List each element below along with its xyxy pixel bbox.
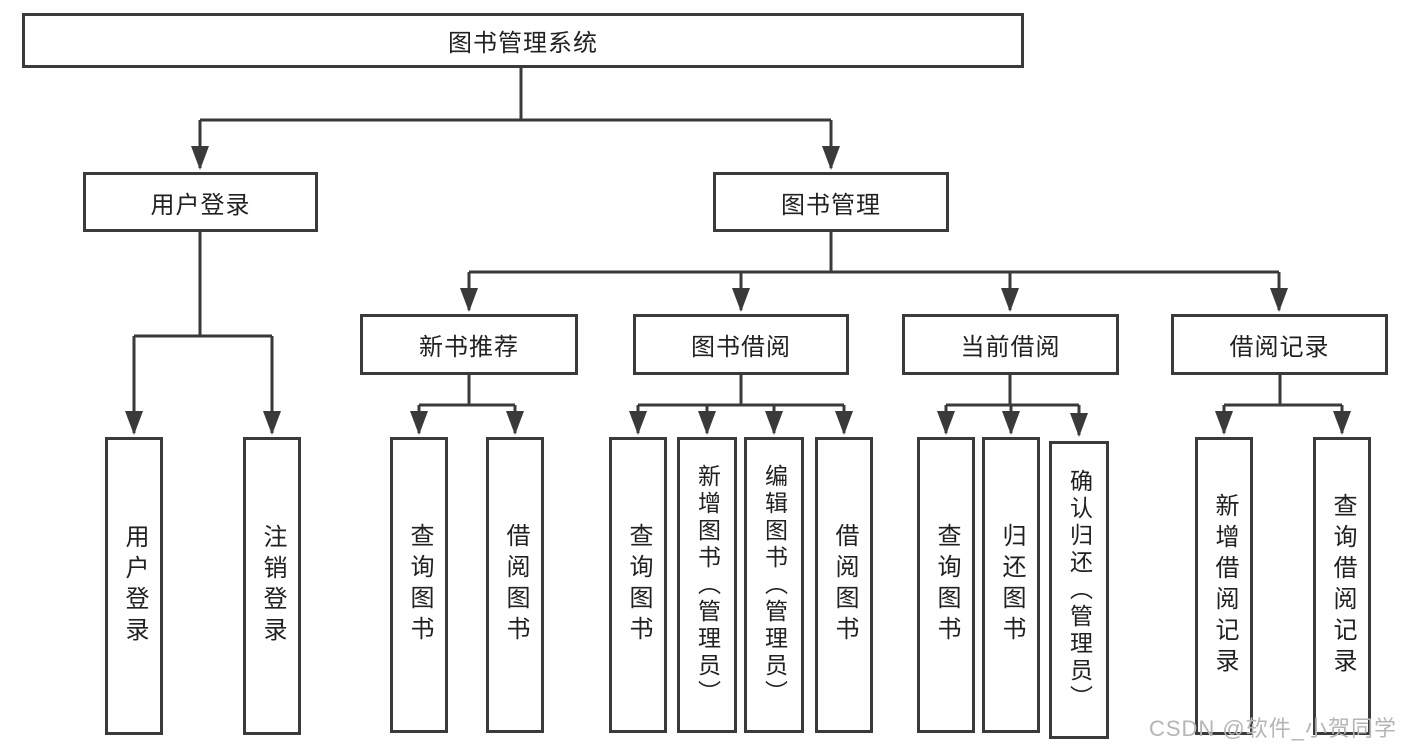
node-borrowing-records: 借阅记录 — [1171, 314, 1388, 375]
node-leaf-return-books: 归还图书 — [982, 437, 1040, 733]
node-label: 注销登录 — [259, 524, 286, 648]
node-label: 查询借阅记录 — [1329, 493, 1356, 679]
node-label: 新增借阅记录 — [1211, 493, 1238, 679]
node-library-management-system: 图书管理系统 — [22, 13, 1024, 68]
node-leaf-add-borrow-record: 新增借阅记录 — [1195, 437, 1253, 735]
node-leaf-borrow-books: 借阅图书 — [486, 437, 544, 733]
node-label: 确认归还（管理员） — [1066, 468, 1093, 712]
node-label: 查询图书 — [406, 523, 433, 647]
node-label: 查询图书 — [625, 523, 652, 647]
node-leaf-add-books-admin: 新增图书（管理员） — [677, 437, 737, 733]
csdn-watermark: CSDN @软件_小贺同学 — [1148, 716, 1397, 741]
node-label: 借阅图书 — [502, 523, 529, 647]
node-label: 归还图书 — [998, 523, 1025, 647]
node-book-management: 图书管理 — [713, 172, 949, 232]
node-current-borrowing: 当前借阅 — [902, 314, 1119, 375]
node-label: 借阅记录 — [1229, 334, 1330, 361]
node-leaf-query-borrow-record: 查询借阅记录 — [1313, 437, 1371, 735]
node-label: 用户登录 — [150, 191, 251, 219]
node-label: 借阅图书 — [831, 523, 858, 647]
node-label: 图书借阅 — [691, 334, 791, 361]
node-label: 新增图书（管理员） — [694, 463, 721, 707]
node-leaf-edit-books-admin: 编辑图书（管理员） — [744, 437, 804, 733]
node-leaf-confirm-return-admin: 确认归还（管理员） — [1049, 441, 1109, 739]
node-new-book-recommend: 新书推荐 — [360, 314, 578, 375]
node-label: 图书管理系统 — [448, 30, 598, 57]
node-label: 新书推荐 — [419, 334, 519, 361]
node-leaf-logout: 注销登录 — [243, 437, 301, 735]
node-label: 当前借阅 — [960, 334, 1061, 361]
node-label: 编辑图书（管理员） — [761, 463, 788, 707]
node-user-login: 用户登录 — [83, 172, 318, 232]
node-leaf-query-books: 查询图书 — [917, 437, 975, 733]
node-label: 查询图书 — [933, 523, 960, 647]
node-label: 用户登录 — [121, 524, 148, 648]
node-leaf-borrow-books: 借阅图书 — [815, 437, 873, 733]
node-book-borrowing: 图书借阅 — [633, 314, 849, 375]
node-label: 图书管理 — [781, 191, 881, 219]
node-leaf-user-login: 用户登录 — [105, 437, 163, 735]
node-leaf-query-books: 查询图书 — [390, 437, 448, 733]
node-leaf-query-books: 查询图书 — [609, 437, 667, 733]
